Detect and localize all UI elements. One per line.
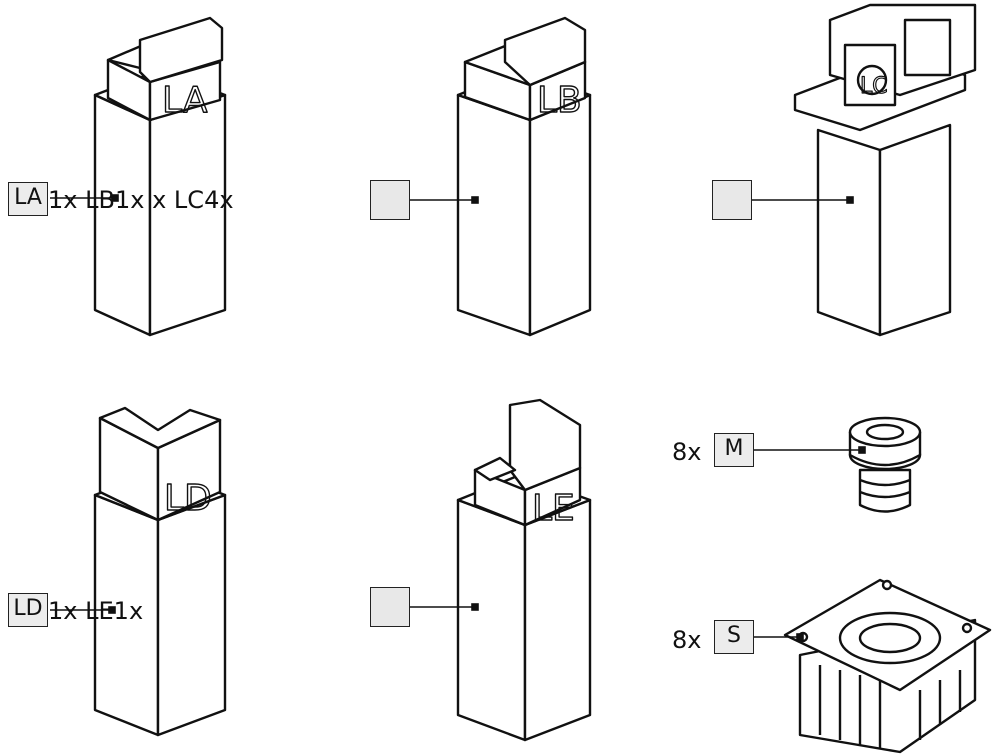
callout-row2-code-2: LE — [85, 597, 114, 625]
part-label-box-le — [370, 587, 410, 627]
callout-row2-qty-2: 1x — [113, 597, 144, 625]
svg-text:LB: LB — [537, 80, 582, 121]
hardware-s-label: S — [714, 620, 754, 654]
hardware-m-qty: 8x — [672, 438, 702, 466]
leg-ld: LD — [93, 406, 227, 737]
part-s-insert — [783, 578, 992, 754]
svg-text:LC: LC — [860, 74, 888, 99]
callout-row1-code-2: LB — [85, 186, 115, 214]
svg-text:LA: LA — [162, 80, 208, 121]
callout-row2-qty-1: 1x — [48, 597, 78, 625]
part-label-box-lc — [712, 180, 752, 220]
part-label-box-lb — [370, 180, 410, 220]
leg-le: LE — [456, 398, 592, 742]
part-label-box-la: LA — [8, 182, 48, 216]
callout-row2: 1x LE1x — [48, 599, 143, 623]
svg-text:LE: LE — [532, 488, 575, 529]
svg-text:LD: LD — [164, 478, 212, 519]
callout-row1-qty-1: 1x — [48, 186, 78, 214]
callout-row1-code-3: LC — [173, 186, 205, 214]
part-m-adjuster — [848, 416, 922, 513]
leg-la: LA — [93, 16, 227, 337]
leg-lc: LC — [793, 3, 977, 337]
callout-row1: 1x LB1x x LC4x — [48, 186, 234, 214]
part-label-box-ld: LD — [8, 593, 48, 627]
callout-row1-qty-3: 4x — [204, 186, 234, 214]
hardware-s-qty: 8x — [672, 626, 702, 654]
callout-row1-qty-2: 1x — [114, 186, 145, 214]
hardware-m-label: M — [714, 433, 754, 467]
leg-lb: LB — [456, 16, 592, 337]
